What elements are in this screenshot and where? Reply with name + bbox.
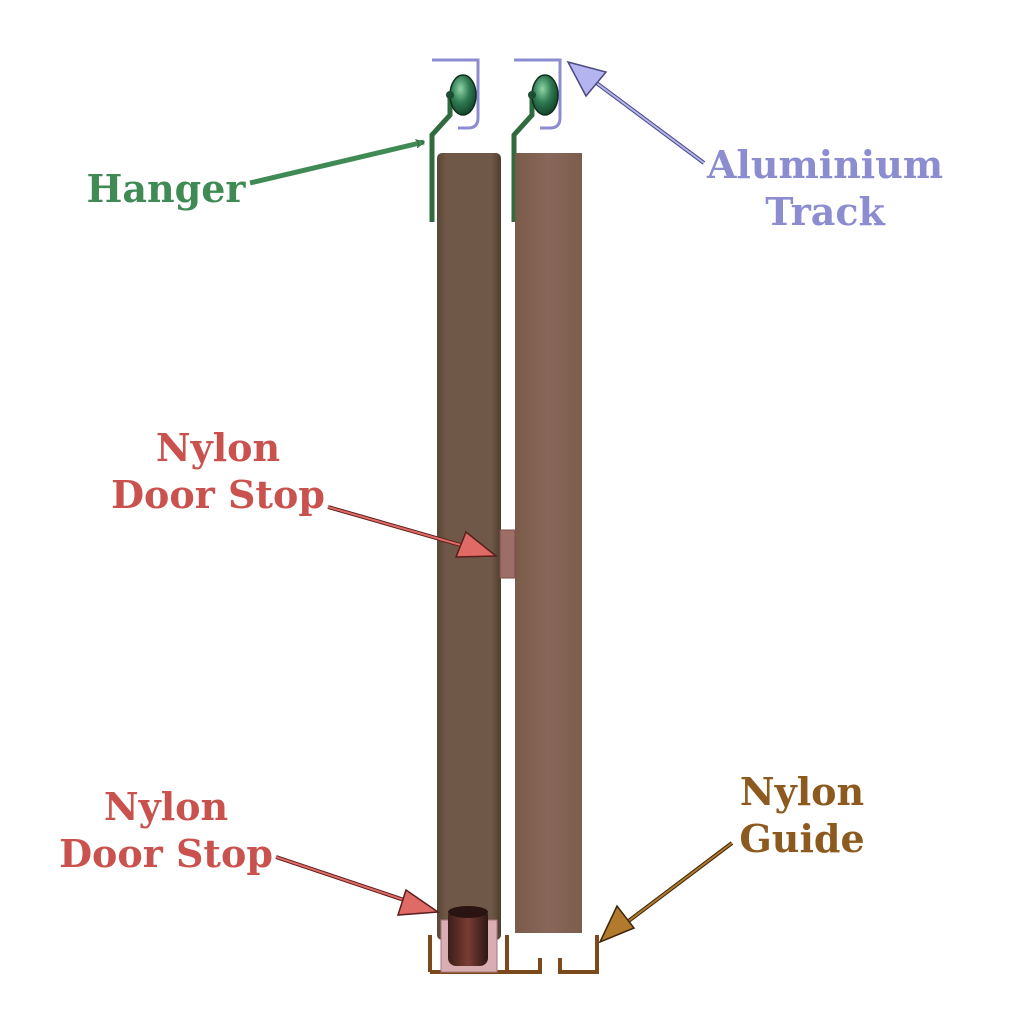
nylon-door-stop-bottom-block	[440, 906, 498, 973]
hanger-label: Hanger	[87, 166, 247, 211]
nylon-door-stop-mid-label: Nylon Door Stop	[111, 425, 325, 517]
track-bracket-left	[432, 58, 480, 130]
aluminium-track-label: Aluminium Track	[706, 142, 943, 234]
aluminium-track	[432, 58, 562, 130]
nylon-guide-arrow	[598, 841, 734, 944]
svg-text:Track: Track	[765, 189, 885, 234]
rollers	[446, 74, 559, 116]
nylon-guide-label: Nylon Guide	[739, 769, 864, 861]
svg-text:Aluminium: Aluminium	[706, 142, 943, 187]
svg-text:Door Stop: Door Stop	[111, 472, 325, 517]
nylon-door-stop-bottom-label: Nylon Door Stop	[59, 784, 273, 876]
nylon-door-stop-mid-block	[499, 529, 516, 579]
hanger	[429, 95, 535, 222]
nylon-door-stop-mid-arrow	[327, 505, 499, 558]
hanger-arrow	[249, 142, 424, 186]
svg-text:Guide: Guide	[739, 816, 864, 861]
hanger-bracket-right	[511, 95, 535, 222]
svg-text:Door Stop: Door Stop	[59, 831, 273, 876]
nylon-door-stop-bottom-arrow	[275, 855, 441, 916]
door-panel-front	[515, 153, 582, 933]
svg-text:Nylon: Nylon	[740, 769, 864, 814]
track-bracket-right	[514, 58, 562, 130]
hanger-bracket-left	[429, 95, 453, 222]
svg-text:Nylon: Nylon	[156, 425, 280, 470]
svg-text:Nylon: Nylon	[104, 784, 228, 829]
aluminium-track-arrow	[566, 60, 706, 165]
